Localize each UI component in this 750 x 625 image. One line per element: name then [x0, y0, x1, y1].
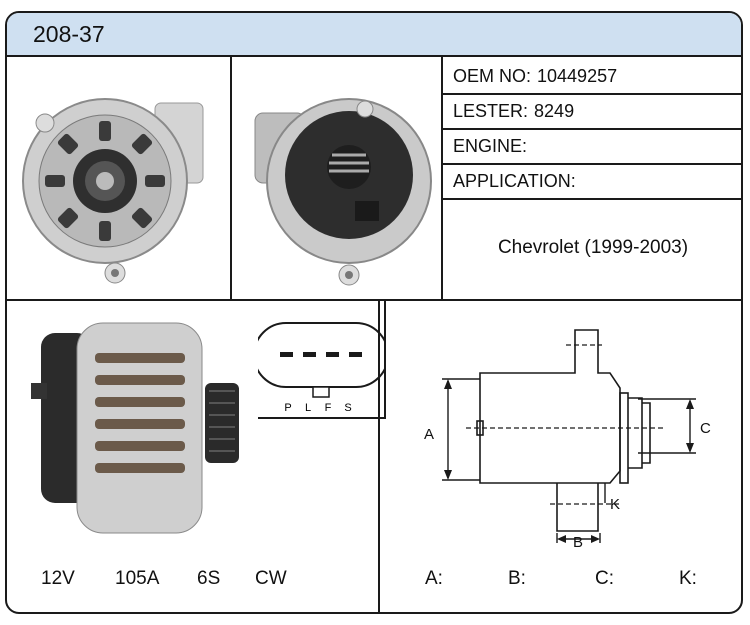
oem-label: OEM NO:	[453, 66, 532, 86]
rating-voltage: 12V	[41, 568, 75, 589]
alternator-rear-image	[254, 98, 432, 286]
dimension-a-label: A:	[425, 568, 443, 589]
connector-diagram: P L F S	[258, 322, 384, 414]
header-bar: 208-37	[7, 13, 741, 57]
part-number: 208-37	[33, 21, 105, 47]
alternator-front-image	[22, 98, 204, 284]
divider-info-row3	[443, 163, 741, 165]
lester-row: LESTER:8249	[453, 101, 574, 122]
rating-pulley: 6S	[197, 568, 221, 589]
pin-label-f: F	[325, 402, 332, 414]
divider-info-row2	[443, 128, 741, 130]
oem-row: OEM NO:10449257	[453, 66, 617, 87]
application-label: APPLICATION:	[453, 171, 576, 191]
dimension-b-label: B:	[508, 568, 526, 589]
oem-value: 10449257	[537, 66, 618, 86]
dimension-diagram: A C K B	[424, 329, 711, 551]
divider-v-bottom	[378, 301, 380, 612]
alternator-side-image	[31, 322, 239, 534]
engine-label: ENGINE:	[453, 136, 528, 156]
lester-label: LESTER:	[453, 101, 529, 121]
diagram-label-c: C	[700, 420, 711, 437]
diagram-label-k: K	[610, 496, 620, 513]
application-value: Chevrolet (1999-2003)	[497, 237, 689, 258]
diagram-label-a: A	[424, 426, 434, 443]
lester-value: 8249	[534, 101, 575, 121]
dimension-k-label: K:	[679, 568, 697, 589]
engine-row: ENGINE:	[453, 136, 533, 157]
divider-v-photos	[230, 57, 232, 301]
divider-info-row1	[443, 93, 741, 95]
divider-info-row4	[443, 198, 741, 200]
pin-label-p: P	[284, 402, 291, 414]
connector-pinout-box: P L F S	[258, 301, 386, 419]
diagram-label-b: B	[573, 534, 583, 551]
pin-label-s: S	[344, 402, 351, 414]
dimension-c-label: C:	[595, 568, 614, 589]
rating-rotation: CW	[255, 568, 287, 589]
pin-label-l: L	[305, 402, 311, 414]
divider-v-info	[441, 57, 443, 301]
rating-amperage: 105A	[115, 568, 160, 589]
product-spec-sheet: 208-37 OEM NO:10449257 LESTER:8249 ENGIN…	[5, 11, 743, 614]
application-row: APPLICATION:	[453, 171, 582, 192]
divider-h-middle	[7, 299, 741, 301]
